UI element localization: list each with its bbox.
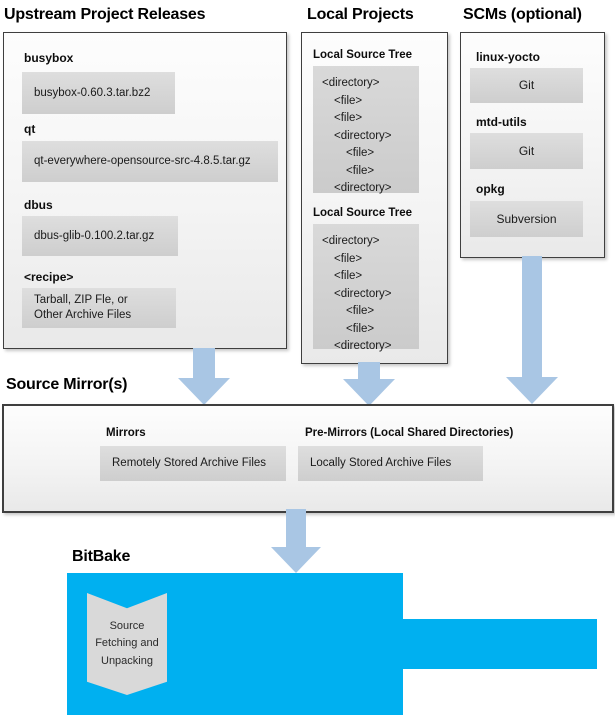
bitbake-output-tab: [403, 619, 597, 669]
pre-mirrors-box-text: Locally Stored Archive Files: [310, 457, 452, 469]
tree-line: <directory>: [322, 77, 380, 89]
tree-line: <directory>: [322, 235, 380, 247]
scm-box-linux-yocto-text: Git: [518, 78, 535, 92]
tree-line: <file>: [334, 252, 363, 265]
local-source-tree-2-label: Local Source Tree: [313, 207, 413, 219]
mirrors-box-text: Remotely Stored Archive Files: [112, 457, 267, 469]
local-source-tree-1-label: Local Source Tree: [313, 49, 413, 61]
source-fetching-chevron: Source Fetching and Unpacking: [87, 593, 167, 695]
down-arrow-shaft: [358, 362, 380, 380]
down-arrow-head: [271, 547, 321, 573]
upstream-item-busybox-label: busybox: [24, 51, 74, 65]
down-arrow-shaft: [286, 509, 306, 548]
scm-item-mtd-utils-label: mtd-utils: [476, 115, 527, 129]
tree-line: <directory>: [334, 287, 392, 300]
tree-line: <directory>: [334, 340, 392, 352]
archive-box-dbus: dbus-glib-0.100.2.tar.gz: [22, 216, 178, 256]
down-arrow-head: [506, 377, 558, 404]
upstream-item-qt-label: qt: [24, 122, 36, 136]
archive-box-qt-text: qt-everywhere-opensource-src-4.8.5.tar.g…: [34, 155, 251, 167]
scm-box-mtd-utils: Git: [470, 133, 583, 169]
scm-box-linux-yocto: Git: [470, 68, 583, 103]
down-arrow-shaft: [522, 256, 542, 378]
archive-box-qt: qt-everywhere-opensource-src-4.8.5.tar.g…: [22, 141, 278, 182]
local-projects-title: Local Projects: [307, 6, 414, 23]
tree-line: <file>: [334, 112, 363, 124]
scm-box-opkg-text: Subversion: [496, 211, 557, 226]
scm-box-opkg: Subversion: [470, 201, 583, 237]
archive-box-recipe-text: Tarball, ZIP Fle, or Other Archive Files: [34, 294, 132, 321]
upstream-item-dbus-label: dbus: [24, 198, 53, 212]
mirrors-box: Remotely Stored Archive Files: [100, 446, 286, 481]
scms-title: SCMs (optional): [463, 6, 582, 23]
tree-line: <directory>: [334, 182, 392, 194]
source-fetching-chevron-text: Source Fetching and Unpacking: [95, 620, 159, 667]
scm-item-opkg-label: opkg: [476, 182, 505, 196]
down-arrow-head: [178, 378, 230, 405]
archive-box-busybox-text: busybox-0.60.3.tar.bz2: [34, 86, 151, 99]
tree-line: <directory>: [334, 129, 392, 142]
scm-item-linux-yocto-label: linux-yocto: [476, 50, 541, 64]
local-source-tree-1: <directory> <file> <file> <directory> <f…: [313, 66, 419, 194]
tree-line: <file>: [334, 94, 363, 107]
tree-line: <file>: [346, 147, 375, 159]
archive-box-busybox: busybox-0.60.3.tar.bz2: [22, 72, 175, 114]
tree-line: <file>: [334, 270, 363, 282]
down-arrow-shaft: [193, 348, 215, 379]
upstream-item-recipe-label: <recipe>: [24, 270, 74, 284]
tree-line: <file>: [346, 164, 375, 177]
scm-box-mtd-utils-text: Git: [518, 143, 535, 158]
archive-box-recipe: Tarball, ZIP Fle, or Other Archive Files: [22, 288, 176, 328]
upstream-title: Upstream Project Releases: [4, 6, 206, 23]
pre-mirrors-box: Locally Stored Archive Files: [298, 446, 483, 481]
local-source-tree-2: <directory> <file> <file> <directory> <f…: [313, 224, 419, 352]
tree-line: <file>: [346, 322, 375, 335]
pre-mirrors-label: Pre-Mirrors (Local Shared Directories): [305, 427, 514, 439]
mirrors-label: Mirrors: [106, 427, 146, 439]
bitbake-title: BitBake: [72, 548, 131, 565]
archive-box-dbus-text: dbus-glib-0.100.2.tar.gz: [34, 229, 155, 242]
tree-line: <file>: [346, 305, 375, 317]
source-mirrors-title: Source Mirror(s): [6, 376, 128, 393]
down-arrow-head: [343, 379, 395, 406]
